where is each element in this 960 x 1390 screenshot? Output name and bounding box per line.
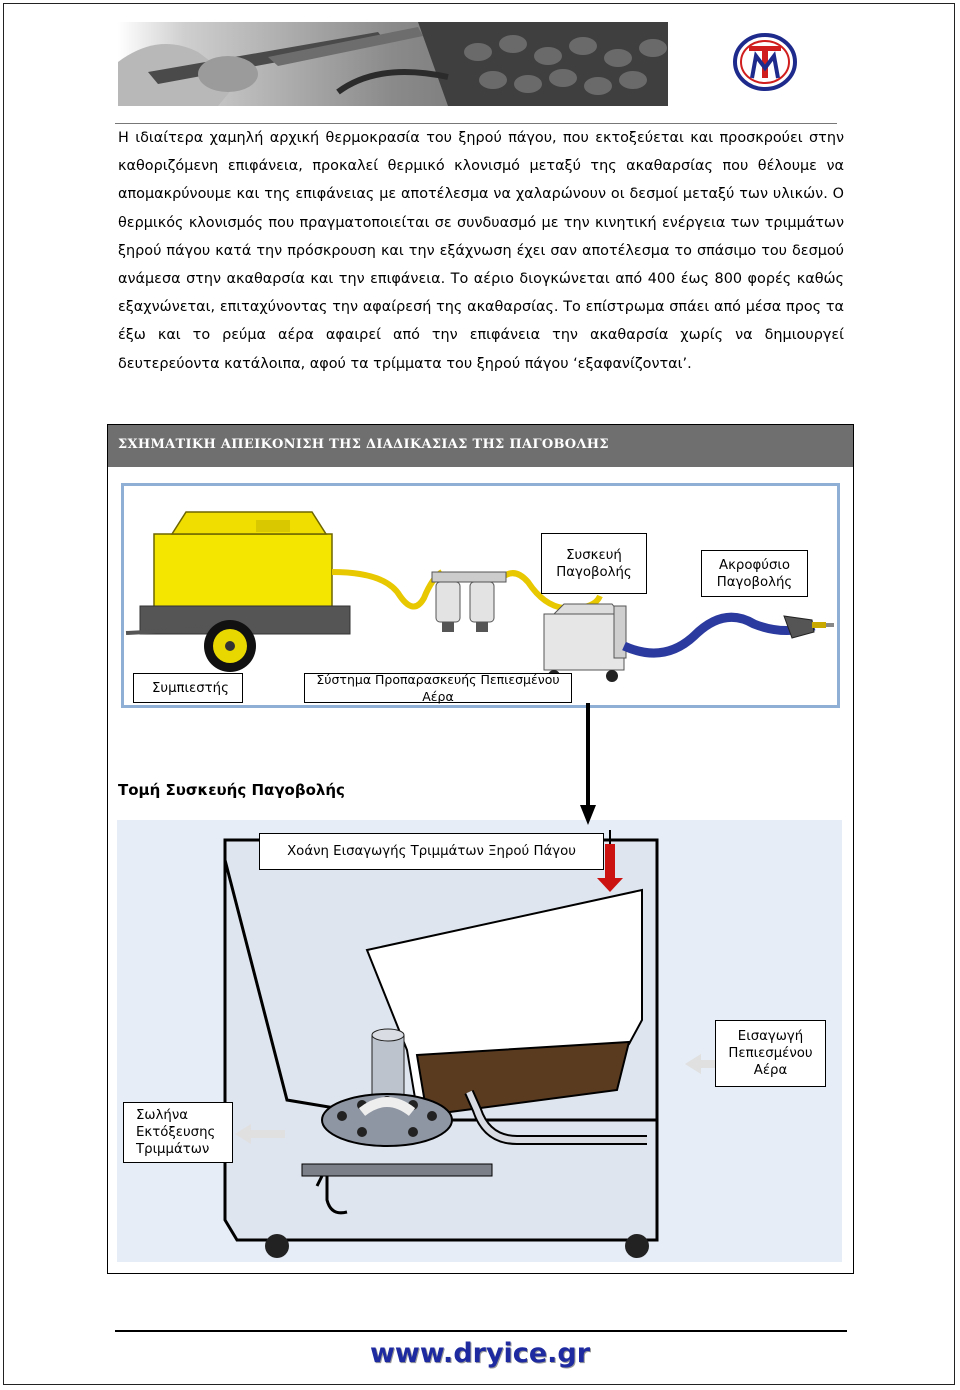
label-air-inlet: Εισαγωγή Πεπιεσμένου Αέρα — [715, 1020, 826, 1087]
label-hopper: Χοάνη Εισαγωγής Τριμμάτων Ξηρού Πάγου — [259, 833, 604, 870]
label-blast-hose: Σωλήνα Εκτόξευσης Τριμμάτων — [123, 1102, 233, 1163]
connector-arrow — [580, 703, 596, 825]
body-paragraph: Η ιδιαίτερα χαμηλή αρχική θερμοκρασία το… — [118, 130, 844, 372]
figure-title: ΣΧΗΜΑΤΙΚΗ ΑΠΕΙΚΟΝΙΣΗ ΤΗΣ ΔΙΑΔΙΚΑΣΙΑΣ ΤΗΣ… — [118, 437, 609, 452]
figure-title-bar — [108, 425, 853, 467]
header-banner-image — [118, 22, 668, 106]
compressor-illustration — [125, 511, 351, 672]
company-logo — [732, 32, 798, 92]
footer-rule — [115, 1330, 847, 1332]
figure-frame — [107, 424, 854, 1274]
label-nozzle: Ακροφύσιο Παγοβολής — [701, 550, 808, 597]
nozzle-illustration — [783, 615, 834, 639]
filter-unit-illustration — [431, 571, 507, 632]
label-air-prep-system: Σύστημα Προπαρασκευής Πεπιεσμένου Αέρα — [304, 672, 572, 704]
page-frame — [3, 3, 955, 1385]
section-heading: Τομή Συσκευής Παγοβολής — [118, 781, 345, 799]
header-rule — [115, 123, 837, 124]
label-compressor: Συμπιεστής — [133, 673, 243, 703]
footer-website-link[interactable]: www.dryice.gr — [369, 1338, 591, 1369]
label-blasting-unit: Συσκευή Παγοβολής — [541, 533, 647, 594]
